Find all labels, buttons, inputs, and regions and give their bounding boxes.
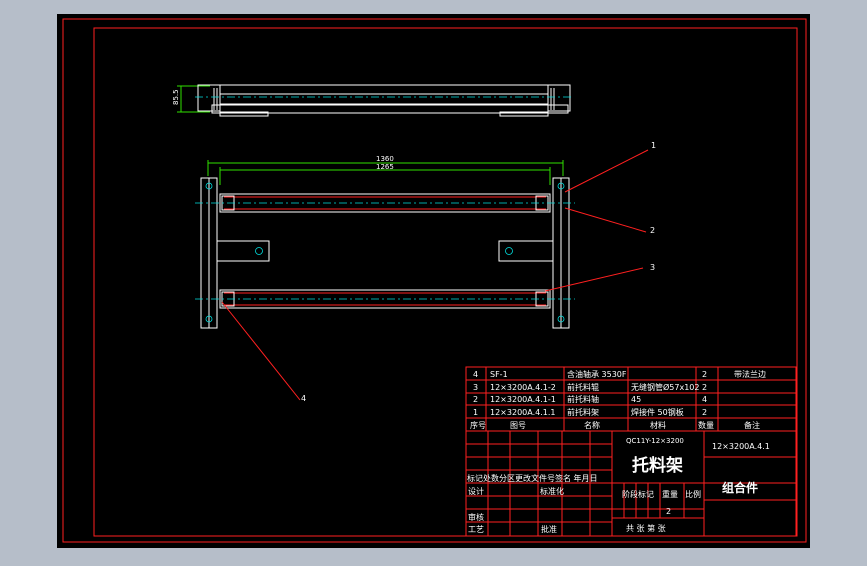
bom-header-no: 序号	[470, 420, 486, 430]
standardize-label: 标准化	[540, 486, 564, 496]
plan-view: 1360 1265	[195, 155, 575, 329]
revision-row-label: 标记处数分区更改文件号签名 年月日	[467, 473, 598, 483]
balloon-4: 4	[301, 394, 306, 403]
bom-row4-name: 含油轴承 3530F	[567, 369, 627, 379]
bom-row2-qty: 4	[702, 395, 707, 404]
leader-lines: 1 2 3 4	[221, 141, 656, 403]
qty-value: 2	[666, 507, 671, 516]
title-block: QC11Y-12×3200 托料架 12×3200A.4.1 组合件 标记处数分…	[465, 430, 797, 537]
drawing-title: 托料架	[632, 455, 683, 476]
bom-row3-code: 12×3200A.4.1-2	[490, 383, 556, 392]
bom-header-material: 材料	[650, 420, 666, 430]
bom-header-remark: 备注	[744, 420, 760, 430]
bom-row3-no: 3	[473, 383, 478, 392]
bom-row1-no: 1	[473, 408, 478, 417]
scale-label: 比例	[685, 489, 701, 499]
drawing-number: 12×3200A.4.1	[712, 442, 770, 451]
drawing-sheet	[57, 14, 810, 548]
balloon-2: 2	[650, 226, 655, 235]
design-label: 设计	[468, 486, 484, 496]
bom-row2-material: 45	[631, 395, 641, 404]
bom-table: 4 SF-1 含油轴承 3530F 2 带法兰边 3 12×3200A.4.1-…	[465, 366, 797, 432]
bom-row1-qty: 2	[702, 408, 707, 417]
model-label: QC11Y-12×3200	[626, 437, 684, 445]
bom-row3-name: 前托料辊	[567, 382, 599, 392]
balloon-3: 3	[650, 263, 655, 272]
balloon-1: 1	[651, 141, 656, 150]
bom-row2-name: 前托料轴	[567, 394, 599, 404]
dim-1265: 1265	[376, 163, 394, 171]
dim-85-5: 85.5	[172, 89, 180, 105]
bom-row3-qty: 2	[702, 383, 707, 392]
bom-row4-no: 4	[473, 370, 478, 379]
bom-header-qty: 数量	[698, 420, 714, 430]
part-type: 组合件	[722, 480, 758, 495]
process-label: 工艺	[468, 525, 484, 534]
bom-row3-material: 无缝钢管Ø57x102	[631, 382, 699, 392]
bom-row1-name: 前托料架	[567, 407, 599, 417]
bom-row4-remark: 带法兰边	[734, 369, 766, 379]
bom-row2-code: 12×3200A.4.1-1	[490, 395, 556, 404]
bom-header-name: 名称	[584, 420, 600, 430]
sheets-label: 共 张 第 张	[626, 523, 666, 533]
bom-row4-qty: 2	[702, 370, 707, 379]
dim-1360: 1360	[376, 155, 394, 163]
approve-label: 批准	[541, 524, 557, 534]
bom-row4-code: SF-1	[490, 370, 508, 379]
inner-border	[93, 27, 798, 537]
check-label: 审核	[468, 512, 484, 522]
bom-row2-no: 2	[473, 395, 478, 404]
bom-header-code: 图号	[510, 421, 526, 430]
stage-mark-label: 阶段标记	[622, 489, 654, 499]
bom-row1-code: 12×3200A.4.1.1	[490, 408, 555, 417]
weight-label: 重量	[662, 489, 678, 499]
bom-row1-material: 焊接件 50钢板	[631, 407, 684, 417]
outer-border	[62, 18, 807, 543]
top-view: 85.5	[172, 84, 573, 117]
